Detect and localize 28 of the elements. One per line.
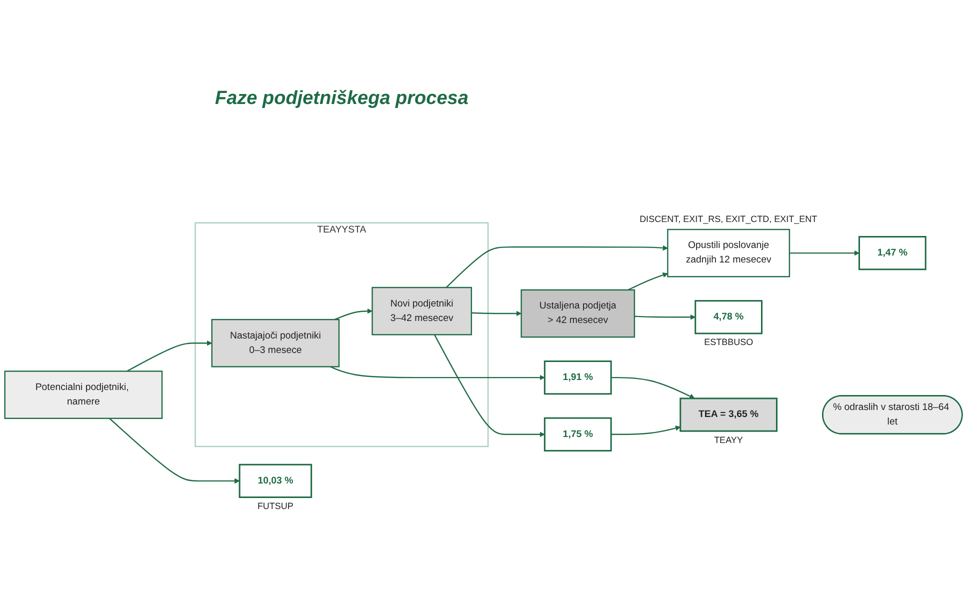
arrow	[611, 426, 681, 435]
node-box: Potencialni podjetniki, namere	[4, 370, 163, 419]
node-box: 4,78 %	[694, 300, 762, 334]
node-caption: ESTBBUSO	[704, 336, 754, 348]
arrow	[789, 250, 860, 256]
arrow	[334, 308, 372, 320]
node-box: 1,75 %	[544, 417, 612, 452]
arrow	[434, 334, 545, 437]
arrow	[628, 272, 668, 290]
node-caption: DISCENT, EXIT_RS, EXIT_CTD, EXIT_ENT	[640, 213, 818, 226]
arrow	[330, 366, 545, 380]
node-box: 10,03 %	[238, 464, 312, 498]
arrow	[611, 376, 695, 399]
arrow	[634, 314, 696, 320]
arrow	[471, 310, 522, 316]
node-box: TEA = 3,65 %	[680, 398, 778, 432]
node-box: Ustaljena podjetja > 42 mesecev	[520, 289, 636, 338]
node-caption: FUTSUP	[257, 500, 294, 512]
node-box: 1,47 %	[858, 236, 926, 270]
node-box: Novi podjetniki 3–42 mesecev	[372, 286, 472, 336]
node-box: 1,91 %	[544, 360, 612, 395]
node-caption: TEAYY	[714, 434, 743, 446]
arrow	[126, 340, 212, 372]
node-box: Opustili poslovanje zadnjih 12 mesecev	[667, 228, 790, 278]
arrow	[446, 245, 668, 288]
diagram-title: Faze podjetniškega procesa	[215, 88, 468, 110]
node-box: Nastajajoči podjetniki 0–3 mesece	[211, 318, 340, 368]
arrow	[109, 418, 240, 484]
